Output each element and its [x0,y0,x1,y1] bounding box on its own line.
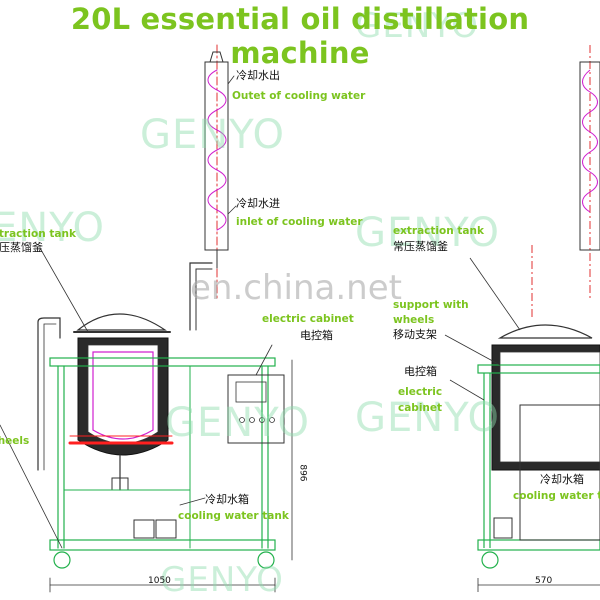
left-side-pipe-inner [43,323,57,471]
left-cabinet-knob-4 [269,417,275,423]
label-water-tank-en: cooling water tank [178,510,289,522]
label-right-support-cn: 移动支架 [393,328,437,341]
label-right-cabinet-en-2: cabinet [398,402,443,414]
left-vapour-pipe [189,262,213,331]
label-outlet-en: Outet of cooling water [232,90,366,102]
label-right-water-tank-en: cooling water ta [513,490,600,502]
label-right-water-tank-cn: 冷却水箱 [540,473,584,486]
leader-water-tank [179,497,206,506]
left-condenser-coil [207,69,227,231]
right-pump [493,517,513,539]
leader-outlet [227,75,235,85]
site-watermark: en.china.net [190,268,402,308]
leader-right-tank [469,257,521,331]
left-side-pipe [37,317,61,471]
left-vessel [92,351,154,440]
left-cabinet-knob-2 [249,417,255,423]
leader-wheels [0,424,63,549]
leader-cabinet [255,344,273,376]
page-title: 20L essential oil distillation machine [70,2,530,70]
leader-tank [39,247,89,333]
label-right-cabinet-en-1: electric [398,386,443,398]
label-right-support-en-2: wheels [393,314,435,326]
left-condenser-top [209,51,224,63]
right-tank-lid [497,324,593,339]
leader-right-support [444,334,501,366]
left-tank-inner [87,344,159,444]
left-cabinet-knob-3 [259,417,265,423]
right-frame-top [477,364,600,374]
label-wheels-en: wheels [0,435,30,447]
label-tank-cn: 常压蒸馏釜 [0,241,43,254]
label-inlet-cn: 冷却水进 [236,197,280,210]
label-water-tank-cn: 冷却水箱 [205,493,249,506]
leader-inlet [227,205,237,215]
right-water-tank [519,404,600,541]
right-condenser [579,61,600,251]
right-view [444,45,600,592]
left-wheel-2 [257,551,275,569]
left-frame-top [49,357,276,367]
leader-right-cabinet [449,379,485,401]
label-width-dim: 1050 [148,576,171,586]
left-wheel-1 [53,551,71,569]
left-view [0,44,293,593]
left-cabinet-knob-1 [239,417,245,423]
left-pump-2 [155,519,177,539]
left-pump-1 [133,519,155,539]
label-outlet-cn: 冷却水出 [236,69,280,82]
label-right-tank-cn: 常压蒸馏釜 [393,240,448,253]
right-frame-base [477,539,600,551]
left-cabinet-panel [235,381,267,403]
label-right-cabinet-cn: 电控箱 [404,365,437,378]
left-vapour-pipe-inner [195,268,213,331]
label-right-width-dim: 570 [535,576,553,586]
right-tank-inner [499,351,600,463]
label-inlet-en: inlet of cooling water [236,216,363,228]
left-frame-base [49,539,276,551]
right-wheel-1 [481,551,499,569]
label-cabinet-cn: 电控箱 [300,329,333,342]
left-tank-lid [76,313,167,331]
label-height-dim: 896 [297,464,308,482]
right-condenser-coil [582,69,598,213]
label-cabinet-en: electric cabinet [262,313,354,325]
label-tank-en: extraction tank [0,228,76,240]
label-right-tank-en: extraction tank [393,225,484,237]
label-right-support-en-1: support with [393,299,469,311]
